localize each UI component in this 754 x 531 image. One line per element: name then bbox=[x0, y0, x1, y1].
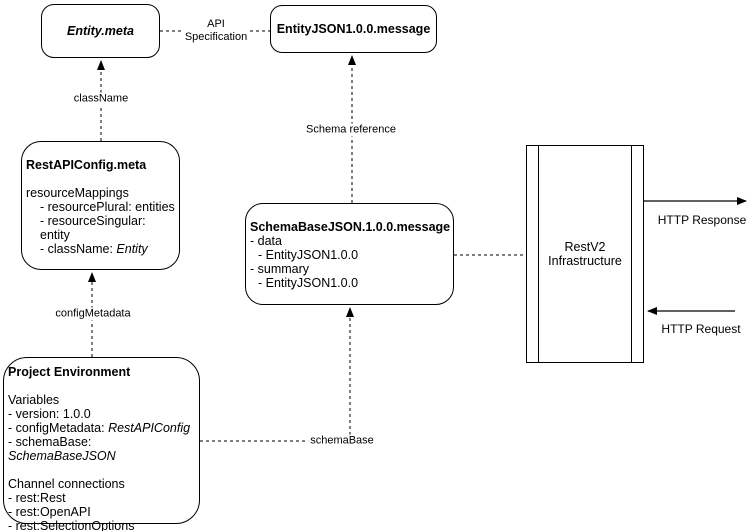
schema-reference-edge-label: Schema reference bbox=[304, 123, 398, 137]
schema-base-line: - schemaBase: SchemaBaseJSON bbox=[8, 435, 195, 463]
classname-edge-label: className bbox=[71, 92, 131, 106]
project-env-title: Project Environment bbox=[8, 365, 131, 379]
config-metadata-value: RestAPIConfig bbox=[108, 421, 191, 435]
spacer bbox=[26, 172, 175, 186]
channel-openapi-line: - rest:OpenAPI bbox=[8, 505, 91, 519]
restv2-right-bar bbox=[631, 146, 632, 362]
rest-api-config-title: RestAPIConfig.meta bbox=[26, 158, 147, 172]
schema-base-data-entity-line: - EntityJSON1.0.0 bbox=[258, 248, 359, 262]
schema-base-data-line: - data bbox=[250, 234, 282, 248]
node-rest-api-config: RestAPIConfig.meta resourceMappings - re… bbox=[21, 141, 180, 270]
config-metadata-prefix: - configMetadata: bbox=[8, 421, 109, 435]
api-spec-line1: API bbox=[207, 18, 225, 30]
spacer bbox=[8, 463, 195, 477]
resource-singular-line: - resourceSingular: entity bbox=[40, 214, 146, 242]
schemabase-edge bbox=[200, 307, 354, 442]
api-specification-edge-label: API Specification bbox=[182, 18, 250, 44]
restv2-left-bar bbox=[538, 146, 539, 362]
channel-selection-options-line: - rest:SelectionOptions bbox=[8, 519, 135, 531]
schemabase-edge-label: schemaBase bbox=[308, 434, 376, 448]
node-schema-base-json: SchemaBaseJSON.1.0.0.message - data - En… bbox=[245, 203, 454, 305]
schema-base-value: SchemaBaseJSON bbox=[8, 449, 116, 463]
entity-meta-title: Entity.meta bbox=[67, 24, 134, 38]
classname-value: Entity bbox=[116, 242, 148, 256]
config-metadata-line: - configMetadata: RestAPIConfig bbox=[8, 421, 195, 435]
http-response-label: HTTP Response bbox=[657, 213, 747, 227]
schema-base-title: SchemaBaseJSON.1.0.0.message bbox=[250, 220, 451, 234]
resource-plural-line: - resourcePlural: entities bbox=[40, 200, 175, 214]
restv2-title-line2: Infrastructure bbox=[548, 254, 622, 268]
schema-base-summary-entity-line: - EntityJSON1.0.0 bbox=[258, 276, 359, 290]
classname-prefix: - className: bbox=[40, 242, 117, 256]
api-spec-line2: Specification bbox=[184, 31, 248, 43]
resource-mappings-header: resourceMappings bbox=[26, 186, 129, 200]
schema-base-prefix: - schemaBase: bbox=[8, 435, 92, 449]
channel-connections-header: Channel connections bbox=[8, 477, 125, 491]
configmetadata-edge-label: configMetadata bbox=[53, 307, 133, 321]
version-line: - version: 1.0.0 bbox=[8, 407, 91, 421]
classname-line: - className: Entity bbox=[26, 242, 175, 256]
spacer bbox=[8, 379, 195, 393]
entity-json-title: EntityJSON1.0.0.message bbox=[276, 22, 431, 36]
variables-header: Variables bbox=[8, 393, 60, 407]
schema-base-summary-line: - summary bbox=[250, 262, 310, 276]
node-restv2-infrastructure: RestV2 Infrastructure bbox=[526, 145, 644, 363]
channel-rest-line: - rest:Rest bbox=[8, 491, 66, 505]
restv2-title-line1: RestV2 bbox=[564, 240, 606, 254]
http-request-label: HTTP Request bbox=[661, 322, 741, 336]
node-project-environment: Project Environment Variables - version:… bbox=[3, 357, 200, 531]
node-entity-json-message: EntityJSON1.0.0.message bbox=[270, 5, 437, 53]
node-entity-meta: Entity.meta bbox=[41, 4, 160, 58]
